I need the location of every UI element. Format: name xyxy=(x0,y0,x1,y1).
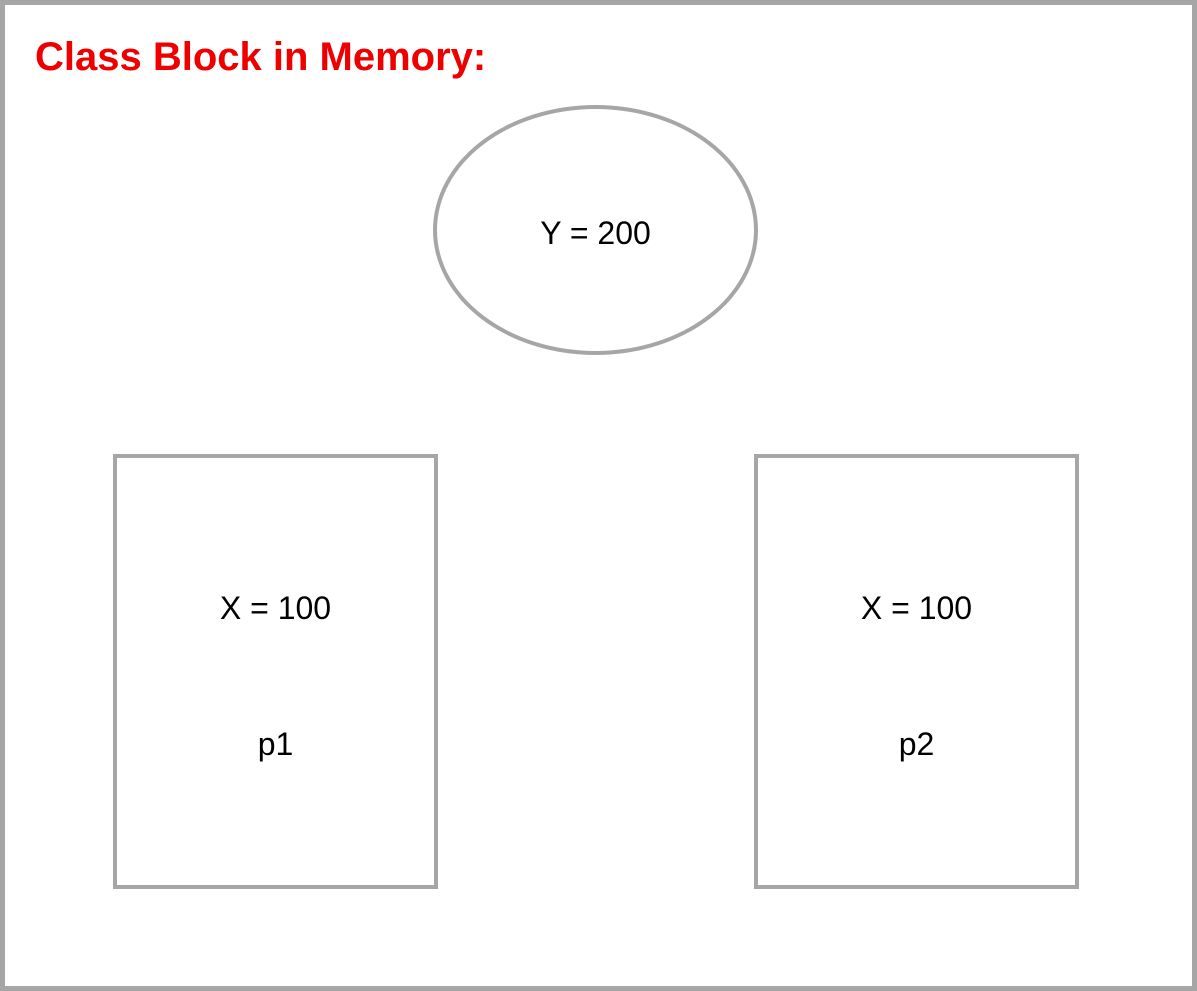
object-box-p2: X = 100 p2 xyxy=(754,454,1079,889)
static-variable-label: Y = 200 xyxy=(540,215,651,251)
object-name-label: p1 xyxy=(257,726,294,762)
instance-variable-label: X = 100 xyxy=(219,590,332,626)
instance-variable-label: X = 100 xyxy=(860,590,973,626)
object-box-p1: X = 100 p1 xyxy=(113,454,438,889)
object-name-label: p2 xyxy=(898,726,935,762)
class-block-ellipse: Y = 200 xyxy=(433,105,758,355)
diagram-title: Class Block in Memory: xyxy=(35,35,487,79)
